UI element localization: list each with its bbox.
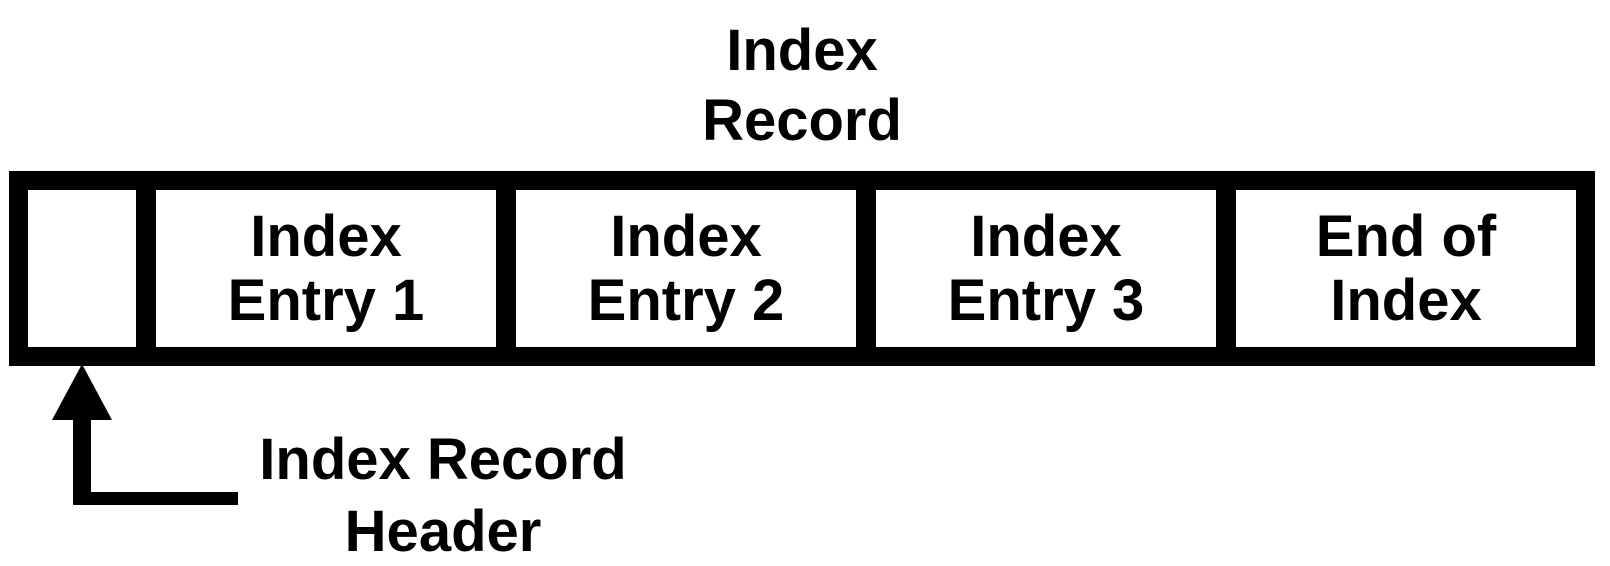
- index-entry-2-line-1: Index: [610, 203, 762, 269]
- arrow-vertical-shaft: [73, 415, 91, 505]
- index-entry-2-line-2: Entry 2: [587, 267, 785, 333]
- end-of-index-line-1: End of: [1315, 203, 1497, 269]
- end-of-index-cell: End of Index: [1236, 190, 1576, 347]
- index-entry-1-line-2: Entry 1: [227, 267, 425, 333]
- index-entry-1-cell: Index Entry 1: [156, 190, 496, 347]
- arrow-head-icon: [52, 364, 112, 420]
- diagram-title: Index Record: [9, 16, 1595, 156]
- index-entry-1-line-1: Index: [250, 203, 402, 269]
- header-annotation-line-2: Header: [344, 499, 542, 564]
- index-entry-3-line-1: Index: [970, 203, 1122, 269]
- diagram-title-line-1: Index: [726, 18, 878, 83]
- header-annotation-line-1: Index Record: [259, 427, 627, 492]
- index-entry-3-line-2: Entry 3: [947, 267, 1145, 333]
- index-record-box: Index Entry 1 Index Entry 2 Index Entry …: [9, 171, 1595, 366]
- header-annotation-label: Index Record Header: [243, 424, 643, 566]
- diagram-title-line-2: Record: [702, 88, 902, 153]
- end-of-index-line-2: Index: [1330, 267, 1482, 333]
- index-record-header-cell: [28, 190, 136, 347]
- arrow-horizontal-shaft: [73, 492, 238, 505]
- index-entry-3-cell: Index Entry 3: [876, 190, 1216, 347]
- index-entry-2-cell: Index Entry 2: [516, 190, 856, 347]
